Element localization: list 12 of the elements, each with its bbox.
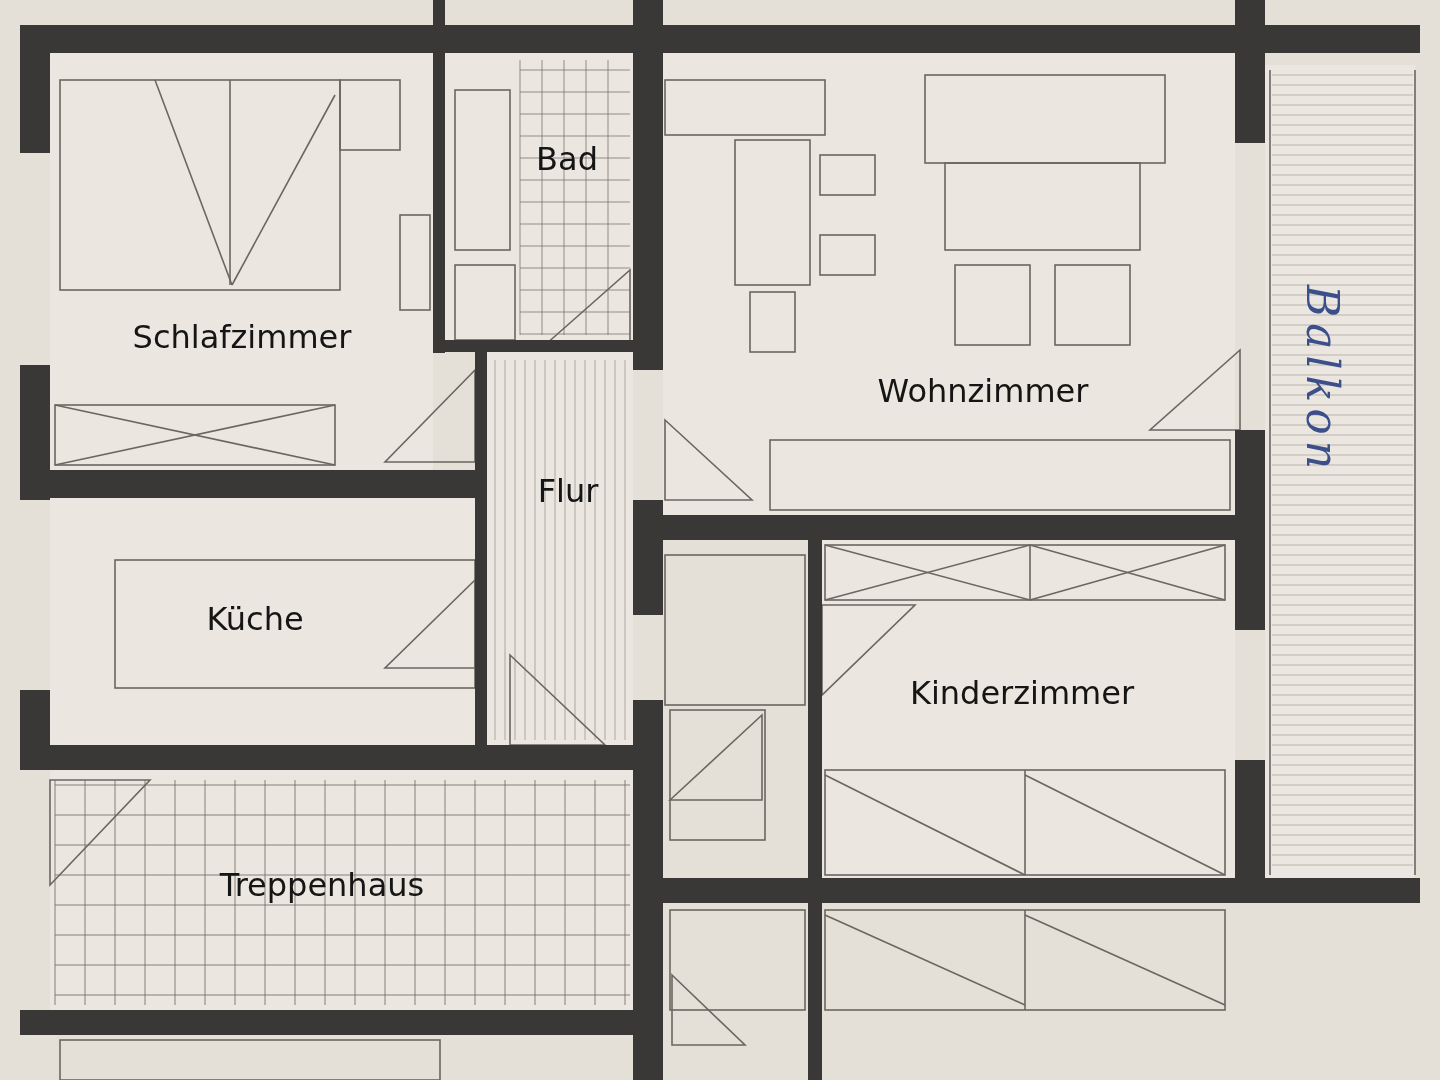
room-label: Flur [537, 474, 599, 510]
room-label: Schlafzimmer [132, 320, 352, 356]
room-area [822, 540, 1235, 878]
room-area [50, 498, 475, 745]
room-area [663, 53, 1235, 515]
handwritten-label: Balkon [1297, 284, 1347, 476]
room-label: Kinderzimmer [909, 676, 1135, 712]
room-area [50, 53, 433, 470]
room-label: Wohnzimmer [877, 374, 1089, 410]
room-label: Bad [536, 142, 598, 178]
room-label: Treppenhaus [219, 868, 425, 904]
room-label: Küche [206, 602, 304, 638]
